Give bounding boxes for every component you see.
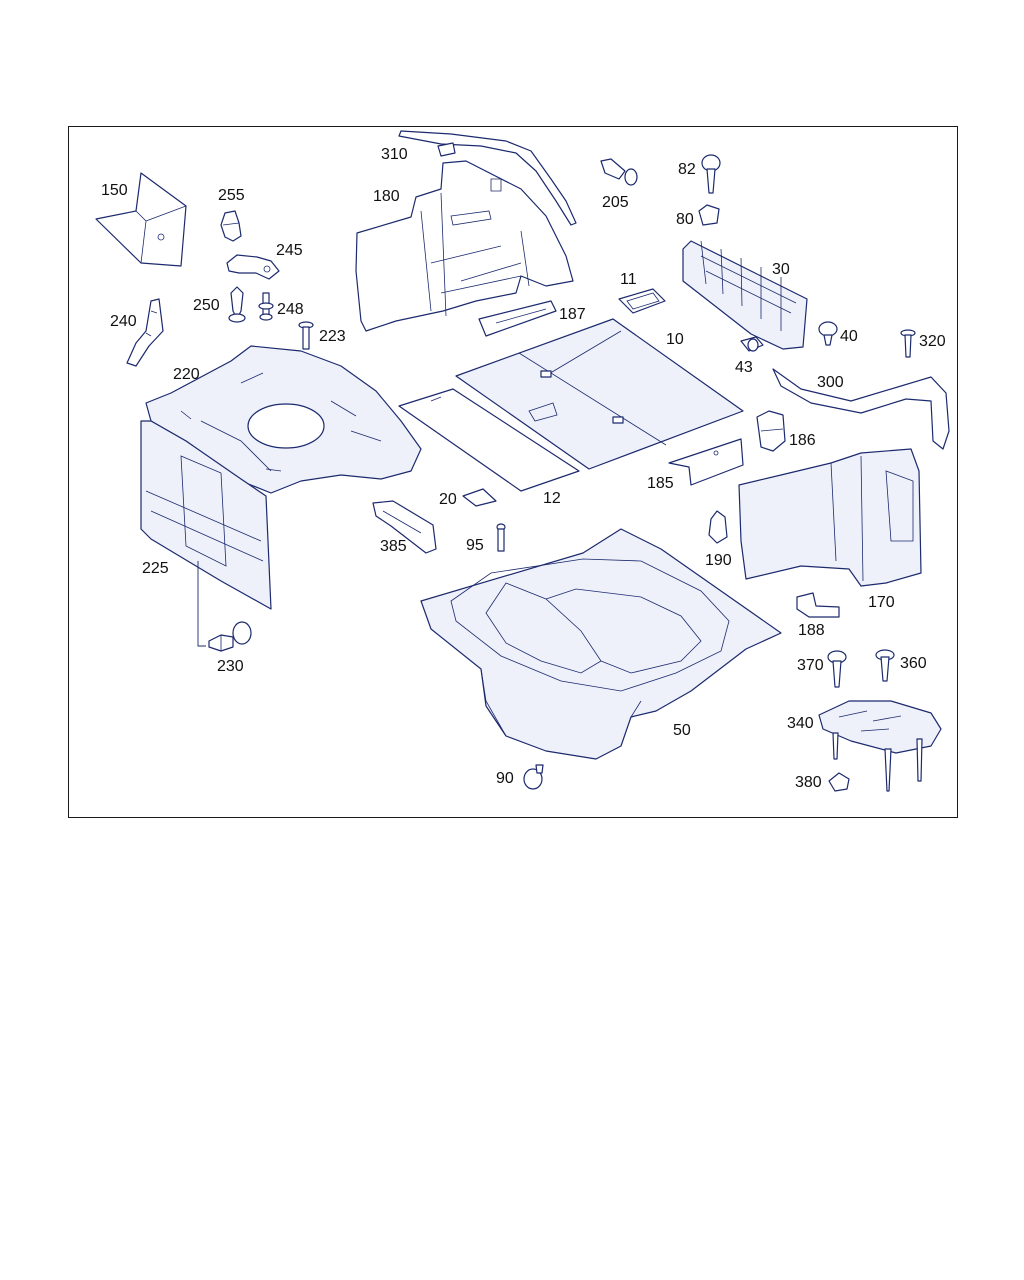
part-170-side-trim [738, 448, 922, 587]
callout-360: 360 [900, 655, 927, 672]
parts-diagram-frame: 310 180 150 255 245 250 248 240 223 220 … [68, 126, 958, 818]
part-255-clip [220, 210, 242, 242]
part-90-button [523, 764, 544, 790]
callout-43: 43 [735, 359, 753, 376]
callout-20: 20 [439, 491, 457, 508]
callout-150: 150 [101, 182, 128, 199]
callout-250: 250 [193, 297, 220, 314]
callout-385: 385 [380, 538, 407, 555]
part-180-side-trim [355, 160, 574, 332]
callout-170: 170 [868, 594, 895, 611]
callout-230: 230 [217, 658, 244, 675]
part-11-handle [618, 288, 666, 314]
callout-223: 223 [319, 328, 346, 345]
callout-320: 320 [919, 333, 946, 350]
part-310-trim-strip [398, 130, 577, 226]
callout-30: 30 [772, 261, 790, 278]
callout-240: 240 [110, 313, 137, 330]
part-186-fastener [756, 410, 786, 452]
part-40-clip [818, 321, 838, 346]
part-230-fastener [208, 621, 252, 652]
part-300-trim-strip [772, 368, 950, 450]
parts-diagram: 310 180 150 255 245 250 248 240 223 220 … [95, 130, 950, 792]
callout-180: 180 [373, 188, 400, 205]
callout-340: 340 [787, 715, 814, 732]
part-245-holder [226, 254, 280, 280]
part-188-bracket [796, 592, 840, 618]
part-248-nut [258, 292, 274, 321]
callout-245: 245 [276, 242, 303, 259]
callout-187: 187 [559, 306, 586, 323]
part-95-pin [496, 523, 506, 552]
part-380-nut [828, 772, 850, 792]
callout-310: 310 [381, 146, 408, 163]
part-30-sill-panel [682, 240, 808, 350]
part-12-carpet [398, 388, 580, 492]
part-340-mounting-plate [818, 700, 942, 792]
part-370-screw [827, 650, 847, 688]
part-223-screw [298, 321, 314, 350]
part-240-bracket [126, 298, 164, 367]
part-43-clip [740, 336, 764, 352]
callout-300: 300 [817, 374, 844, 391]
part-360-screw [875, 649, 895, 682]
part-150-bracket [95, 172, 187, 267]
part-185-bracket [668, 438, 744, 486]
callout-186: 186 [789, 432, 816, 449]
callout-82: 82 [678, 161, 696, 178]
part-225-trim-panel [140, 420, 272, 647]
callout-225: 225 [142, 560, 169, 577]
part-82-screw [701, 154, 721, 194]
callout-labels: 310 180 150 255 245 250 248 240 223 220 … [101, 146, 946, 791]
callout-220: 220 [173, 366, 200, 383]
callout-380: 380 [795, 774, 822, 791]
part-50-spare-wheel-tub [420, 528, 782, 760]
callout-185: 185 [647, 475, 674, 492]
part-250-screw [228, 286, 246, 323]
callout-188: 188 [798, 622, 825, 639]
part-80-nut [698, 204, 720, 226]
part-190-clip [708, 510, 728, 544]
part-187-strip [478, 300, 557, 337]
part-320-pin [900, 329, 916, 358]
part-205-pin [600, 158, 638, 186]
callout-190: 190 [705, 552, 732, 569]
callout-205: 205 [602, 194, 629, 211]
callout-95: 95 [466, 537, 484, 554]
part-10-floor-board [455, 318, 744, 470]
callout-90: 90 [496, 770, 514, 787]
callout-50: 50 [673, 722, 691, 739]
callout-255: 255 [218, 187, 245, 204]
callout-370: 370 [797, 657, 824, 674]
part-220-parcel-shelf [145, 345, 422, 494]
part-20-clip [462, 488, 497, 507]
callout-12: 12 [543, 490, 561, 507]
callout-40: 40 [840, 328, 858, 345]
callout-10: 10 [666, 331, 684, 348]
part-385-bracket [372, 500, 437, 554]
callout-248: 248 [277, 301, 304, 318]
callout-11: 11 [620, 271, 637, 288]
callout-80: 80 [676, 211, 694, 228]
